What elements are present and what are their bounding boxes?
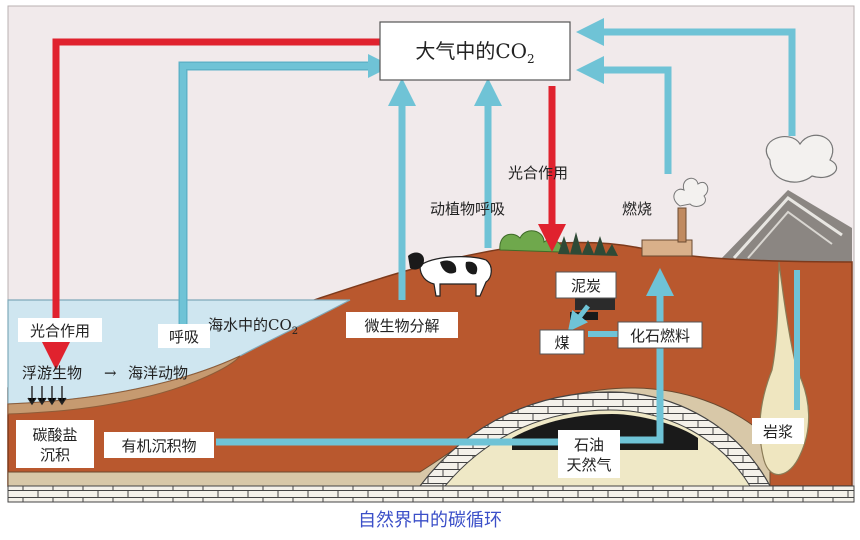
- oil-label: 石油: [574, 436, 604, 454]
- respiration-sea-box: [158, 324, 210, 348]
- arrow-volcano-to-atm: [576, 18, 796, 136]
- organic-sediment-label: 有机沉积物: [121, 437, 196, 455]
- arrow-combustion-to-atm: [576, 56, 672, 174]
- peat-label: 泥炭: [571, 277, 601, 295]
- coal-label: 煤: [554, 334, 569, 352]
- coal-box: [539, 329, 585, 355]
- microbe-decomposition-label: 微生物分解: [364, 317, 439, 335]
- photosynthesis-land-label: 光合作用: [508, 164, 568, 182]
- volcano: [718, 134, 852, 262]
- plankton-label: 浮游生物: [22, 364, 82, 382]
- arrow-atm-to-sea-photosynthesis: [42, 38, 380, 370]
- arrow-peat-to-coal: [567, 304, 590, 332]
- photosynthesis-sea-label: 光合作用: [30, 322, 90, 340]
- diagram-title: 自然界中的碳循环: [358, 510, 502, 531]
- settling-arrows: [27, 386, 67, 406]
- magma-label: 岩浆: [763, 423, 793, 441]
- bedrock: [7, 485, 855, 503]
- sea-sediment: [7, 355, 241, 415]
- carbonate-label-line2: 沉积: [40, 446, 70, 464]
- peat-seam: [575, 298, 615, 310]
- photosynthesis-sea-box: [18, 318, 102, 342]
- fossil-fuel-label: 化石燃料: [630, 327, 690, 345]
- atmosphere-co2-label: 大气中的CO2: [415, 39, 534, 66]
- magma-box: [752, 418, 804, 444]
- seawater-co2-label: 海水中的CO2: [208, 316, 298, 337]
- decomposition-box: [346, 312, 458, 338]
- cow: [408, 252, 492, 297]
- combustion-label: 燃烧: [622, 200, 652, 218]
- carbonate-label-line1: 碳酸盐: [32, 426, 77, 444]
- marine-animals-label: 海洋动物: [128, 364, 188, 382]
- atmosphere-co2-box: [379, 21, 571, 81]
- carbonate-box: [16, 420, 94, 468]
- peat-box: [555, 271, 617, 299]
- natural-gas-label: 天然气: [566, 456, 611, 474]
- respiration-sea-label: 呼吸: [169, 328, 199, 346]
- respiration-animal-plant-label: 动植物呼吸: [430, 200, 505, 218]
- oil-gas-box: [558, 430, 620, 478]
- fossil-fuel-box: [617, 321, 703, 349]
- plankton-arrow-label: →: [104, 364, 117, 382]
- factory: [641, 177, 709, 257]
- arrow-sea-respiration: [180, 54, 392, 340]
- organic-sediment-box: [104, 432, 214, 458]
